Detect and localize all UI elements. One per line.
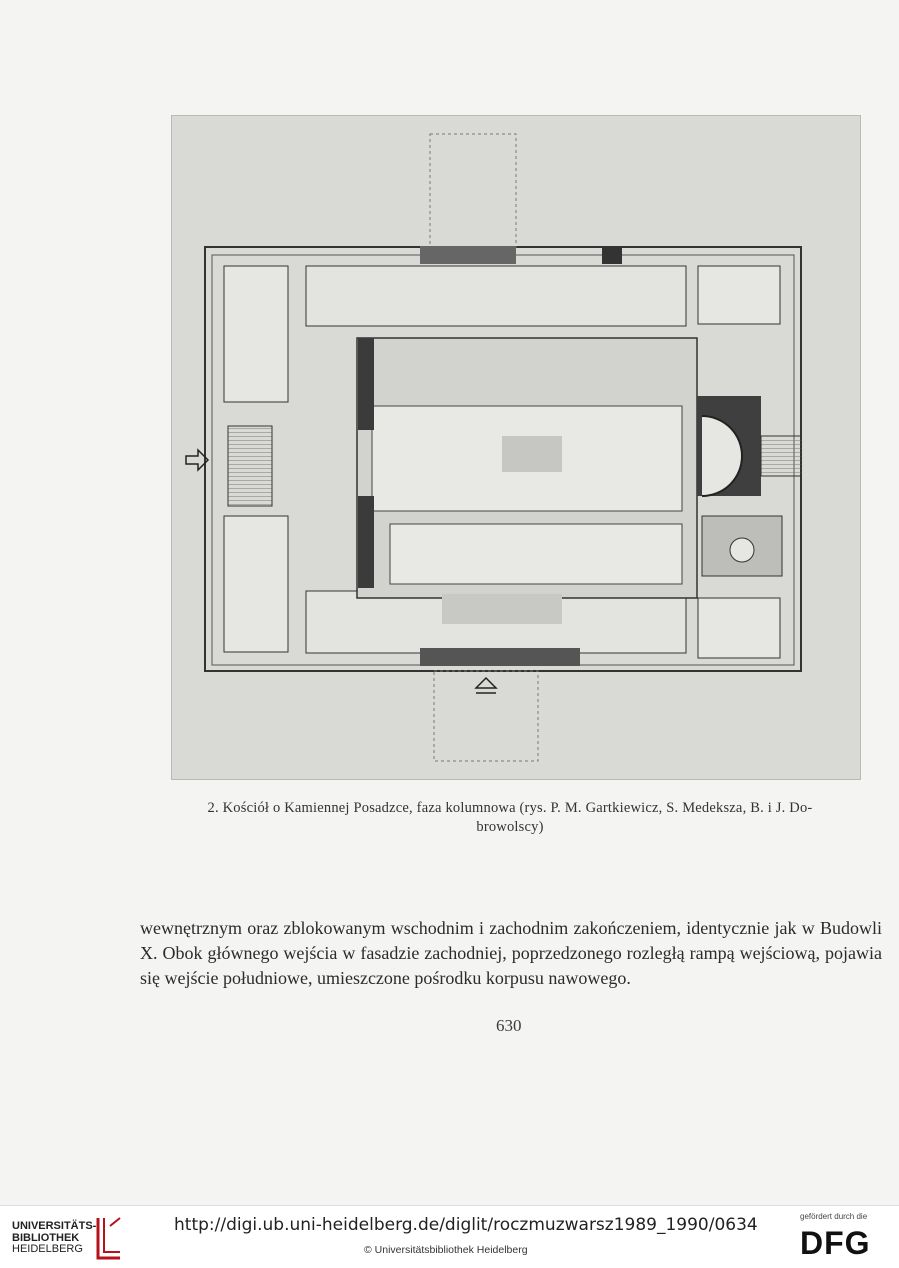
page-number: 630 xyxy=(496,1016,522,1035)
library-logo-icon xyxy=(96,1217,121,1260)
library-name-line-3: HEIDELBERG xyxy=(12,1243,83,1255)
library-name-line-1: UNIVERSITÄTS- xyxy=(12,1220,97,1232)
library-name: UNIVERSITÄTS- BIBLIOTHEK HEIDELBERG xyxy=(12,1220,97,1256)
church-floor-plan xyxy=(171,115,861,780)
funding-note: gefördert durch die xyxy=(800,1212,868,1221)
caption-line-1: 2. Kościół o Kamiennej Posadzce, faza ko… xyxy=(207,800,813,816)
body-paragraph: wewnętrznym oraz zblokowanym wschodnim i… xyxy=(140,918,882,988)
library-name-line-2: BIBLIOTHEK xyxy=(12,1231,80,1244)
floor-plan-drawing xyxy=(185,133,802,762)
caption-line-2: browolscy) xyxy=(476,819,544,835)
viewer-footer: UNIVERSITÄTS- BIBLIOTHEK HEIDELBERG http… xyxy=(0,1205,899,1268)
dfg-logo: DFG xyxy=(800,1225,871,1261)
copyright-notice: © Universitätsbibliothek Heidelberg xyxy=(364,1244,528,1256)
permalink-url[interactable]: http://digi.ub.uni-heidelberg.de/diglit/… xyxy=(174,1215,758,1235)
figure-caption: 2. Kościół o Kamiennej Posadzce, faza ko… xyxy=(160,799,860,837)
scanned-page: 2. Kościół o Kamiennej Posadzce, faza ko… xyxy=(140,115,882,1035)
